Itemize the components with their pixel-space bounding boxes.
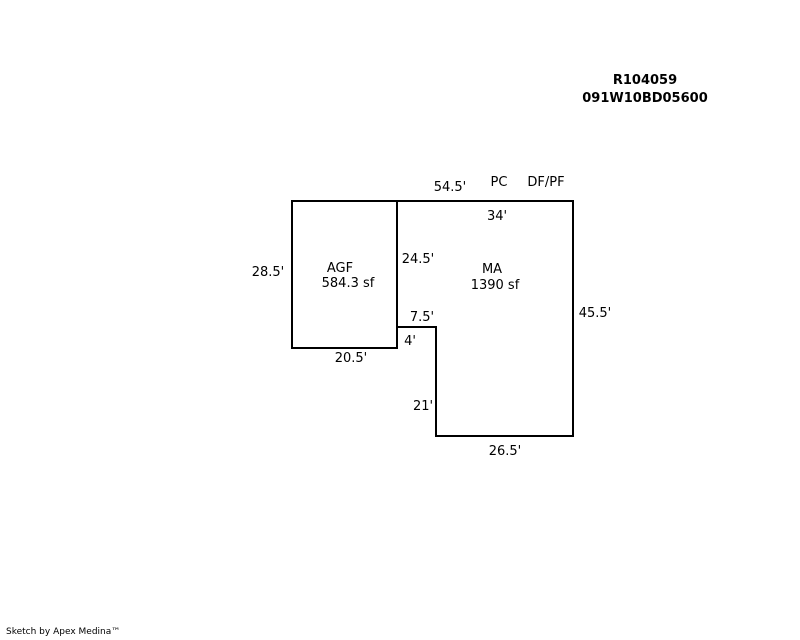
dim-notch-side: 4' [404,334,416,349]
dim-agf-bottom: 20.5' [335,351,368,366]
dim-notch-top: 7.5' [410,310,434,325]
dim-ma-lower-left: 21' [413,399,433,414]
dim-ma-right: 45.5' [579,306,612,321]
parcel-header: R104059 091W10BD05600 [560,72,730,108]
area-agf-size: 584.3 sf [322,276,375,291]
dim-ma-inner-left: 24.5' [402,252,435,267]
dim-ma-bottom: 26.5' [489,444,522,459]
area-ma-code: MA [482,262,502,277]
dim-agf-left: 28.5' [252,265,285,280]
area-agf-code: AGF [327,261,353,276]
dim-ma-top: 34' [487,209,507,224]
sketch-credit: Sketch by Apex Medina™ [6,627,121,637]
ma-outline [396,200,574,437]
label-pc: PC [491,175,508,190]
map-number: 091W10BD05600 [582,91,708,106]
dim-top-overall: 54.5' [434,180,467,195]
parcel-id: R104059 [612,73,678,88]
label-df-pf: DF/PF [527,175,564,190]
area-ma-size: 1390 sf [471,278,520,293]
